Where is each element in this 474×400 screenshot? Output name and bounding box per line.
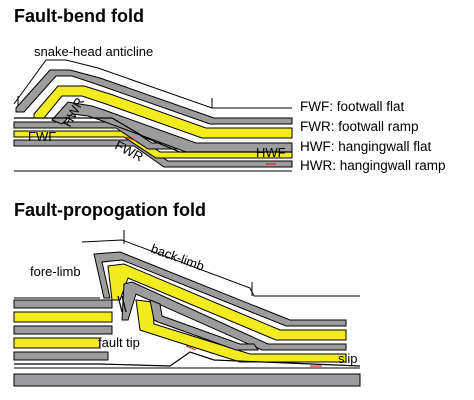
fault-tip-mark-2	[121, 295, 127, 313]
legend-hwr: HWR: hangingwall ramp	[300, 158, 446, 173]
legend-hwf: HWF: hangingwall flat	[300, 139, 432, 154]
legend: FWF: footwall flat FWR: footwall ramp HW…	[300, 99, 446, 173]
fp-left-grey-3	[13, 351, 109, 361]
fp-outer-grey	[93, 251, 347, 327]
fp-left-yellow-2	[13, 337, 101, 349]
fp-outer-yellow	[107, 263, 347, 341]
fp-left-grey-1	[13, 299, 113, 309]
hwf-label: HWF	[256, 145, 286, 160]
fp-top-line	[81, 239, 360, 297]
fp-inner-grey	[121, 281, 347, 351]
fore-limb-label: fore-limb	[30, 264, 81, 279]
anticline-top-line	[13, 59, 292, 109]
fp-left-yellow-1	[13, 311, 113, 323]
hangingwall-yellow-layer	[33, 85, 293, 139]
fault-tip-label: fault tip	[98, 335, 140, 350]
fwf-label: FWF	[28, 129, 56, 144]
slip-label: slip	[338, 351, 358, 366]
slip-arrow-ramp	[125, 136, 137, 142]
snake-head-label: snake-head anticline	[34, 44, 153, 59]
hangingwall-upper-grey-layer	[15, 69, 293, 125]
fault-prop-title: Fault-propogation fold	[14, 200, 206, 220]
fp-core-grey	[149, 299, 259, 351]
fault-plane	[14, 117, 292, 153]
fp-fault-plane	[14, 351, 361, 367]
basement-bar	[13, 373, 361, 387]
fault-tip-mark-1	[117, 295, 123, 313]
fp-slip-arrow-1	[185, 345, 197, 351]
fault-bend-title: Fault-bend fold	[14, 6, 144, 26]
fault-bend-diagram	[13, 59, 293, 172]
fp-left-grey-2	[13, 325, 113, 335]
legend-fwf: FWF: footwall flat	[300, 99, 405, 114]
fault-prop-diagram	[13, 230, 361, 387]
legend-fwr: FWR: footwall ramp	[300, 119, 419, 134]
